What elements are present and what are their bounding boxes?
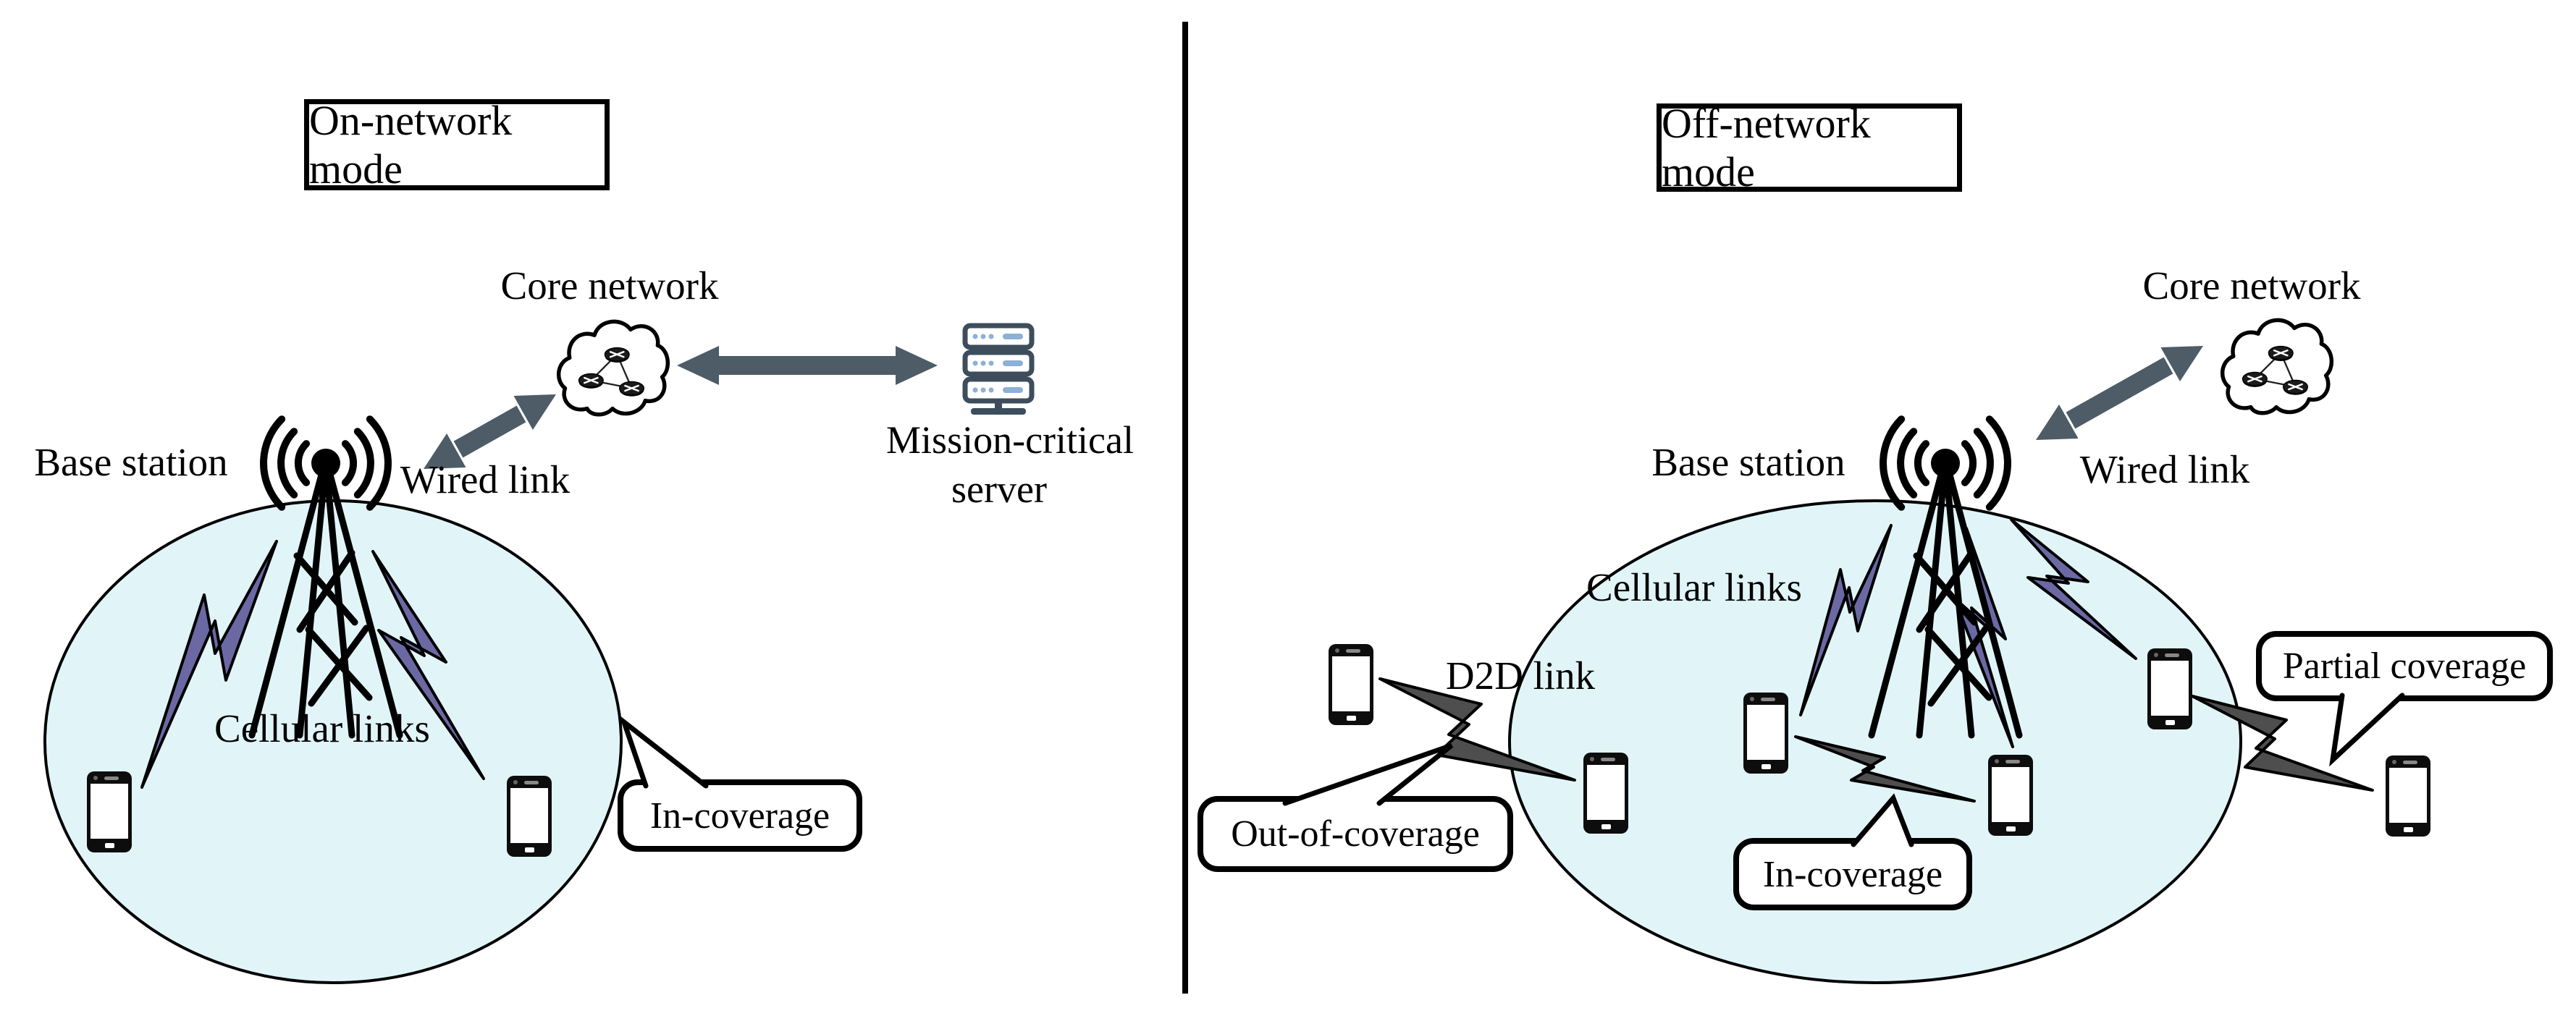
left-panel-title-box: On-network mode — [304, 97, 610, 192]
d2d-link-bolt — [1379, 677, 1576, 782]
d2d-link-label: D2D link — [1445, 653, 1596, 698]
in-coverage-text: In-coverage — [1762, 853, 1943, 895]
mission-critical-server-label-line1: Mission-critical — [886, 418, 1134, 462]
in-coverage-text: In-coverage — [649, 795, 830, 837]
wired-link-arrow — [2036, 346, 2203, 440]
wired-link-arrow — [424, 394, 556, 469]
server-icon — [962, 323, 1035, 415]
in-coverage-bubble-left: In-coverage — [618, 779, 862, 852]
d2d-link-bolt — [2191, 695, 2374, 792]
out-of-coverage-text: Out-of-coverage — [1231, 813, 1480, 855]
core-network-label-left: Core network — [500, 263, 719, 308]
core-network-label-right: Core network — [2142, 263, 2361, 308]
panel-divider — [1182, 22, 1188, 994]
cellular-links-label-left: Cellular links — [214, 706, 430, 750]
in-coverage-bubble-right: In-coverage — [1733, 838, 1972, 910]
cellular-link-bolt — [140, 540, 278, 789]
out-of-coverage-bubble: Out-of-coverage — [1197, 796, 1513, 872]
base-station-label-right: Base station — [1651, 440, 1845, 484]
cellular-links-label-right: Cellular links — [1586, 565, 1802, 609]
cellular-link-bolt — [1799, 524, 1893, 716]
wired-link-arrow — [677, 346, 938, 385]
left-panel-title: On-network mode — [309, 97, 513, 192]
wired-link-label-left: Wired link — [400, 457, 571, 501]
d2d-link-bolt — [1794, 735, 1976, 803]
partial-coverage-text: Partial coverage — [2282, 645, 2527, 687]
right-panel-title: Off-network mode — [1662, 100, 1871, 195]
mission-critical-server-label-line2: server — [951, 467, 1047, 511]
cellular-link-bolt — [2010, 518, 2137, 660]
wired-link-label-right: Wired link — [2079, 447, 2250, 491]
coverage-ellipse-right — [1508, 499, 2242, 984]
partial-coverage-bubble: Partial coverage — [2256, 631, 2553, 701]
right-panel-title-box: Off-network mode — [1657, 100, 1962, 195]
cellular-link-bolt — [371, 550, 485, 780]
base-station-label-left: Base station — [34, 440, 228, 484]
